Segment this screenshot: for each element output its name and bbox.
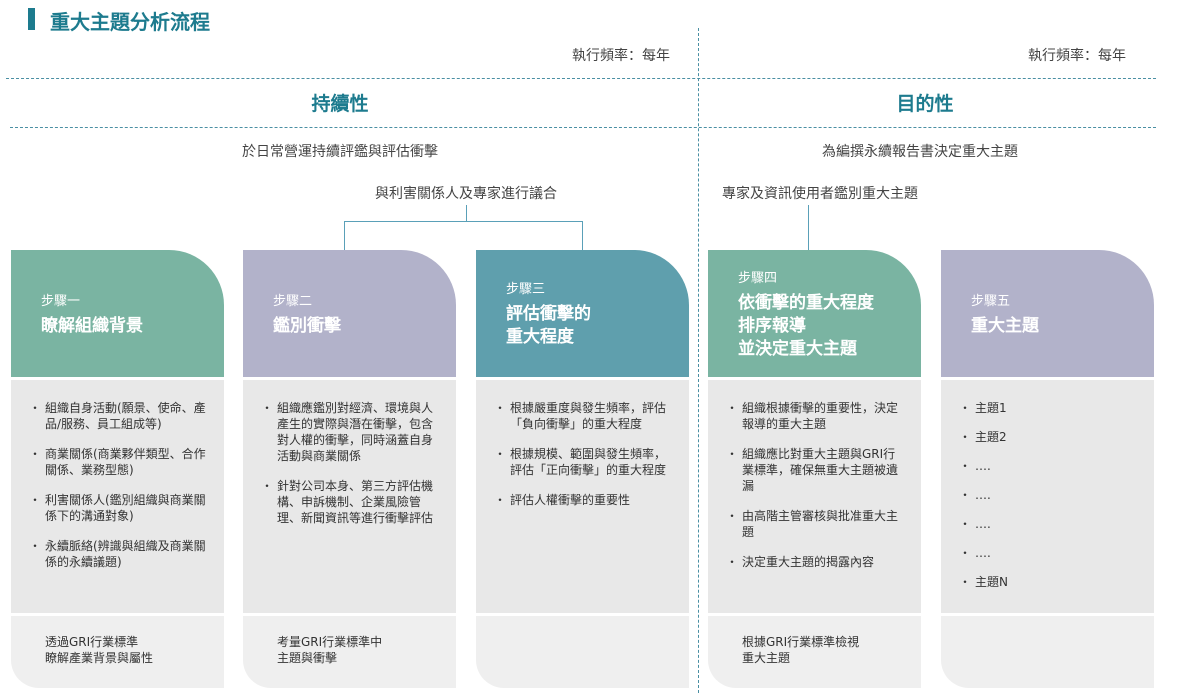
divider-top: [6, 78, 1156, 79]
engage-right: 專家及資訊使用者鑑別重大主題: [722, 186, 918, 202]
frequency-right: 執行頻率：每年: [1028, 48, 1126, 64]
title-accent-bar: [28, 8, 35, 30]
step-label: 步驟四: [738, 270, 778, 286]
section-left-heading: 持續性: [311, 93, 369, 115]
step-label: 步驟五: [971, 293, 1011, 309]
card-body: 根據嚴重度與發生頻率，評估「負向衝擊」的重大程度根據規模、範圍與發生頻率，評估「…: [476, 380, 689, 613]
step-title: 評估衝擊的 重大程度: [506, 304, 591, 347]
card-body: 組織根據衝擊的重要性，決定報導的重大主題組織應比對重大主題與GRI行業標準，確保…: [708, 380, 921, 613]
list-item: ….: [959, 487, 1140, 503]
list-item: 主題2: [959, 429, 1140, 445]
section-right-heading: 目的性: [896, 93, 954, 115]
list-item: ….: [959, 545, 1140, 561]
step-title: 瞭解組織背景: [41, 315, 143, 336]
list-item: 決定重大主題的揭露內容: [726, 554, 907, 570]
step-label: 步驟一: [41, 293, 81, 309]
card-body: 組織應鑑別對經濟、環境與人產生的實際與潛在衝擊，包含對人權的衝擊，同時涵蓋自身活…: [243, 380, 456, 613]
list-item: ….: [959, 516, 1140, 532]
list-item: 評估人權衝擊的重要性: [494, 492, 675, 508]
list-item: 利害關係人(鑑別組織與商業關係下的溝通對象): [29, 492, 210, 524]
divider-vertical: [698, 28, 699, 693]
card-footer: 考量GRI行業標準中 主題與衝擊: [243, 616, 456, 688]
connector: [344, 221, 345, 250]
step-title: 鑑別衝擊: [273, 315, 341, 336]
divider-mid: [10, 127, 1156, 128]
list-item: 組織自身活動(願景、使命、產品/服務、員工組成等): [29, 400, 210, 432]
card-header: 步驟五 重大主題: [941, 250, 1154, 377]
step-card: 步驟一 瞭解組織背景 組織自身活動(願景、使命、產品/服務、員工組成等) 商業關係…: [11, 250, 224, 688]
sub-left: 於日常營運持續評鑑與評估衝擊: [242, 144, 438, 160]
engage-left: 與利害關係人及專家進行議合: [375, 186, 557, 202]
list-item: 組織根據衝擊的重要性，決定報導的重大主題: [726, 400, 907, 432]
card-footer: [476, 616, 689, 688]
list-item: 由高階主管審核與批准重大主題: [726, 508, 907, 540]
list-item: 針對公司本身、第三方評估機構、申訴機制、企業風險管理、新聞資訊等進行衝擊評估: [261, 478, 442, 526]
step-card: 步驟三 評估衝擊的 重大程度 根據嚴重度與發生頻率，評估「負向衝擊」的重大程度根…: [476, 250, 689, 688]
card-header: 步驟三 評估衝擊的 重大程度: [476, 250, 689, 377]
connector: [582, 221, 583, 250]
card-body: 主題1 主題2 …. …. …. …. 主題N: [941, 380, 1154, 613]
card-footer: 根據GRI行業標準檢視 重大主題: [708, 616, 921, 688]
card-footer: [941, 616, 1154, 688]
step-title: 依衝擊的重大程度 排序報導 並決定重大主題: [738, 292, 874, 359]
step-card: 步驟五 重大主題 主題1 主題2 …. …. …. …. 主題N: [941, 250, 1154, 688]
step-title: 重大主題: [971, 315, 1039, 336]
frequency-left: 執行頻率：每年: [572, 48, 670, 64]
step-label: 步驟二: [273, 293, 313, 309]
connector: [466, 205, 467, 221]
list-item: 組織應鑑別對經濟、環境與人產生的實際與潛在衝擊，包含對人權的衝擊，同時涵蓋自身活…: [261, 400, 442, 464]
connector: [344, 221, 583, 222]
card-header: 步驟二 鑑別衝擊: [243, 250, 456, 377]
page-title: 重大主題分析流程: [50, 10, 210, 34]
card-header: 步驟一 瞭解組織背景: [11, 250, 224, 377]
list-item: 組織應比對重大主題與GRI行業標準，確保無重大主題被遺漏: [726, 446, 907, 494]
list-item: 根據規模、範圍與發生頻率，評估「正向衝擊」的重大程度: [494, 446, 675, 478]
list-item: 主題1: [959, 400, 1140, 416]
connector: [808, 205, 809, 250]
list-item: 永續脈絡(辨識與組織及商業關係的永續議題): [29, 538, 210, 570]
step-label: 步驟三: [506, 282, 546, 297]
step-card: 步驟四 依衝擊的重大程度 排序報導 並決定重大主題 組織根據衝擊的重要性，決定報…: [708, 250, 921, 688]
card-footer: 透過GRI行業標準 瞭解產業背景與屬性: [11, 616, 224, 688]
list-item: ….: [959, 458, 1140, 474]
list-item: 商業關係(商業夥伴類型、合作關係、業務型態): [29, 446, 210, 478]
list-item: 根據嚴重度與發生頻率，評估「負向衝擊」的重大程度: [494, 400, 675, 432]
step-card: 步驟二 鑑別衝擊 組織應鑑別對經濟、環境與人產生的實際與潛在衝擊，包含對人權的衝…: [243, 250, 456, 688]
sub-right: 為編撰永續報告書決定重大主題: [822, 144, 1018, 160]
card-header: 步驟四 依衝擊的重大程度 排序報導 並決定重大主題: [708, 250, 921, 377]
list-item: 主題N: [959, 574, 1140, 590]
card-body: 組織自身活動(願景、使命、產品/服務、員工組成等) 商業關係(商業夥伴類型、合作關…: [11, 380, 224, 613]
